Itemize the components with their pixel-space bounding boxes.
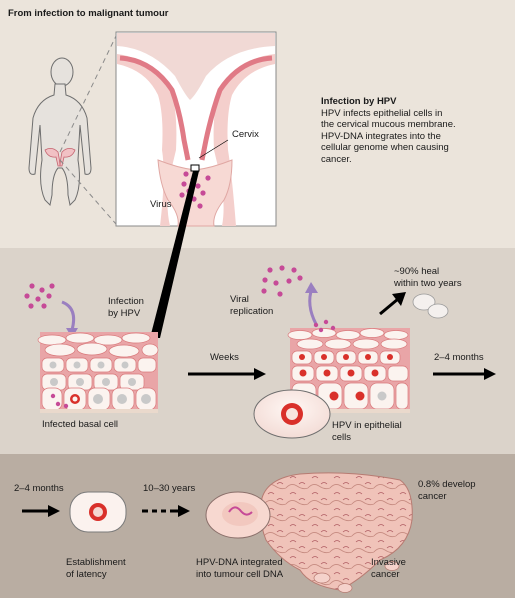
label-line: Invasive	[371, 557, 406, 568]
callout-wedge	[150, 171, 199, 338]
label-viral-replication: Viral replication	[230, 294, 273, 317]
woman-figure	[28, 57, 92, 207]
arrow-months-2	[22, 505, 60, 517]
label-heal: ~90% heal within two years	[394, 266, 462, 289]
label-line: 0.8% develop	[418, 479, 476, 490]
infected-cell-large	[253, 389, 331, 439]
label-line: HPV in epithelial	[332, 420, 402, 431]
label-hpv-dna: HPV-DNA integrated into tumour cell DNA	[196, 557, 283, 580]
epithelium-right	[287, 319, 410, 413]
label-line: by HPV	[108, 307, 141, 319]
virus-particles-released	[261, 265, 303, 297]
arrow-years	[142, 505, 190, 517]
label-hpv-in-epithelial: HPV in epithelial cells	[332, 420, 402, 443]
label-line: within two years	[394, 277, 462, 289]
info-box: Infection by HPV HPV infects epithelial …	[321, 96, 456, 165]
label-invasive: Invasive cancer	[371, 557, 406, 580]
label-line: cancer	[418, 490, 447, 502]
info-line: cellular genome when causing	[321, 142, 449, 153]
healed-cells	[412, 293, 449, 319]
label-infected-basal-cell: Infected basal cell	[42, 419, 119, 430]
info-line: HPV-DNA integrates into the	[321, 130, 441, 142]
virus-particles-left	[24, 283, 55, 309]
label-line: replication	[230, 305, 274, 317]
label-latency: Establishment of latency	[66, 557, 126, 580]
info-line: cancer.	[321, 153, 352, 165]
info-line: the cervical mucous membrane.	[321, 119, 456, 130]
label-line: cells	[332, 431, 352, 443]
label-line: Infection	[108, 296, 144, 307]
page-title: From infection to malignant tumour	[8, 8, 169, 19]
label-months-2: 2–4 months	[14, 483, 64, 494]
uterus-small	[44, 148, 76, 167]
info-line: HPV infects epithelial cells in	[321, 107, 443, 119]
label-cervix: Cervix	[232, 129, 259, 140]
tumour-cell	[205, 491, 271, 539]
label-virus: Virus	[150, 199, 172, 210]
heal-arrow	[379, 292, 406, 316]
label-line: ~90% heal	[394, 266, 440, 277]
label-line: HPV-DNA integrated	[196, 557, 283, 568]
arrow-months-1	[433, 368, 496, 380]
label-line: Viral	[230, 294, 249, 305]
arrow-weeks	[188, 368, 266, 380]
label-line: cancer	[371, 568, 400, 580]
label-line: into tumour cell DNA	[196, 568, 284, 580]
epithelium-left	[37, 332, 159, 413]
label-infection-by-hpv: Infection by HPV	[108, 296, 144, 319]
label-weeks: Weeks	[210, 352, 239, 363]
label-years: 10–30 years	[143, 483, 196, 494]
label-line: of latency	[66, 568, 107, 580]
info-heading: Infection by HPV	[321, 96, 397, 107]
zoom-lines	[59, 35, 117, 225]
cervix-zoom-box	[115, 31, 277, 227]
label-months-1: 2–4 months	[434, 352, 484, 363]
tumour-mass	[260, 472, 413, 593]
latency-cell	[69, 491, 127, 533]
label-develop-cancer: 0.8% develop cancer	[418, 479, 476, 502]
label-line: Establishment	[66, 557, 126, 568]
